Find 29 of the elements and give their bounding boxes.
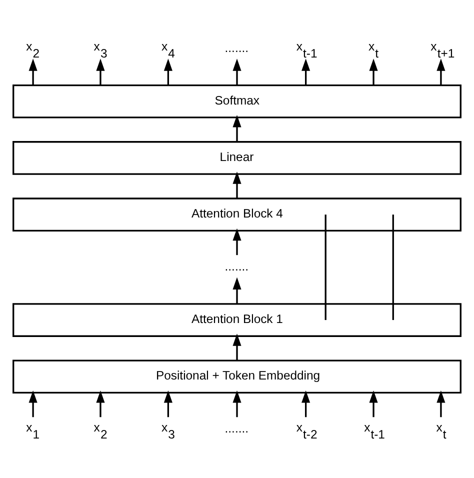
node-box: Softmax [12,84,462,118]
arrow [232,228,242,256]
node-text: ....... [224,259,248,274]
connector [324,214,326,320]
arrow [232,58,242,86]
arrow [369,390,378,418]
arrow [232,115,242,142]
arrow [232,334,242,360]
arrow [232,277,242,304]
node-text: ....... [224,40,248,55]
node-box: Attention Block 1 [12,303,462,337]
arrow [96,390,105,418]
arrow [302,390,310,418]
node-box: Linear [12,141,462,175]
arrow [369,58,378,86]
arrow [436,58,446,86]
arrow [96,58,105,86]
arrow [232,172,242,198]
arrow [28,390,38,418]
node-box: Positional + Token Embedding [12,360,462,394]
arrow [164,58,172,86]
arrow [302,58,310,86]
connector [392,214,394,320]
arrow [164,390,172,418]
node-text: ....... [224,421,248,436]
node-box: Attention Block 4 [12,198,462,232]
arrow [436,390,446,418]
arrow [232,390,242,418]
arrow [28,58,38,86]
